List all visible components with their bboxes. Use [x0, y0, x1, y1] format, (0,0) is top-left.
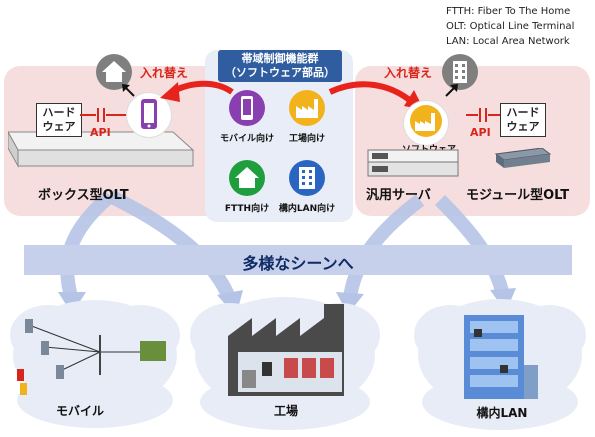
lan-app-building-icon	[289, 160, 325, 196]
right-api-label: API	[470, 126, 491, 139]
legend-lan: LAN: Local Area Network	[446, 36, 570, 47]
legend-ftth: FTTH: Fiber To The Home	[446, 6, 571, 17]
module-olt-caption: モジュール型OLT	[466, 188, 570, 203]
right-building-icon	[442, 54, 478, 90]
mobile-app-label: モバイル向け	[219, 134, 274, 144]
lan-app-label: 構内LAN向け	[278, 204, 336, 214]
right-hardware-box: ハード ウェア	[500, 103, 546, 137]
diverse-scenes-banner: 多様なシーンへ	[24, 245, 572, 275]
left-swap-label: 入れ替え	[140, 66, 189, 80]
ftth-app-house-icon	[229, 160, 265, 196]
ftth-app-label: FTTH向け	[224, 204, 270, 214]
factory-scene-label: 工場	[273, 404, 298, 418]
left-hardware-box: ハード ウェア	[36, 103, 82, 137]
lan-scene-illustration	[464, 315, 538, 399]
factory-app-label: 工場向け	[288, 134, 325, 144]
left-smartphone-icon	[126, 92, 172, 138]
module-olt-device	[494, 148, 552, 168]
general-server-caption: 汎用サーバ	[366, 188, 431, 203]
mobile-scene-illustration	[17, 319, 166, 395]
right-api-connector	[466, 108, 500, 122]
mobile-app-smartphone-icon	[229, 90, 265, 126]
legend-olt: OLT: Optical Line Terminal	[446, 21, 575, 32]
mobile-scene-label: モバイル	[55, 404, 104, 418]
right-swap-label: 入れ替え	[384, 66, 433, 80]
right-building-arrow	[445, 84, 458, 97]
factory-scene-illustration	[228, 304, 344, 396]
right-software-factory-icon	[403, 100, 449, 146]
left-api-label: API	[90, 126, 111, 139]
banner-text: 多様なシーンへ	[242, 254, 354, 273]
lan-scene-label: 構内LAN	[476, 406, 528, 420]
left-api-connector	[80, 108, 126, 122]
left-house-icon	[96, 54, 132, 90]
general-server-device	[367, 149, 459, 177]
factory-app-factory-icon	[289, 90, 325, 126]
left-house-arrow	[122, 84, 135, 97]
control-group-title: 帯域制御機能群 （ソフトウェア部品）	[218, 50, 342, 82]
box-olt-caption: ボックス型OLT	[38, 188, 129, 203]
